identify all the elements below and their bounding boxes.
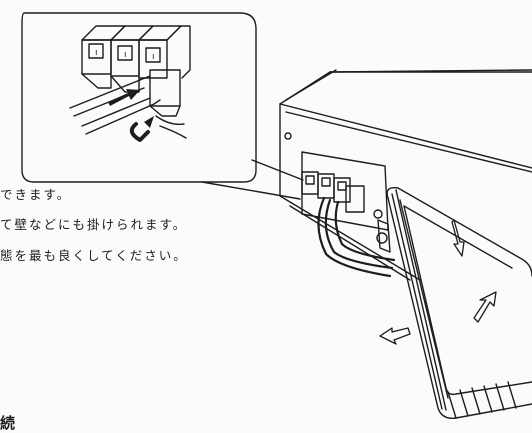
- arrow-lever-icon: [129, 115, 187, 142]
- terminal-label-2: ı: [124, 50, 127, 60]
- device-terminal-block: [301, 171, 365, 213]
- arrow-rotate-icon: [379, 219, 497, 345]
- terminal-label-3: ı: [152, 52, 155, 62]
- antenna-lead-wires: [317, 196, 396, 278]
- section-heading: 続: [0, 414, 17, 432]
- arrow-insert-icon: [108, 89, 140, 106]
- instruction-line-1: できます。: [0, 187, 72, 202]
- inset-panel: [21, 12, 304, 200]
- instruction-line-2: て壁などにも掛けられます。: [0, 217, 188, 232]
- loop-antenna: [377, 187, 532, 419]
- terminal-label-1: ı: [95, 48, 98, 58]
- inset-terminal-block: [69, 25, 191, 135]
- instruction-line-3: 態を最も良くしてください。: [0, 248, 188, 263]
